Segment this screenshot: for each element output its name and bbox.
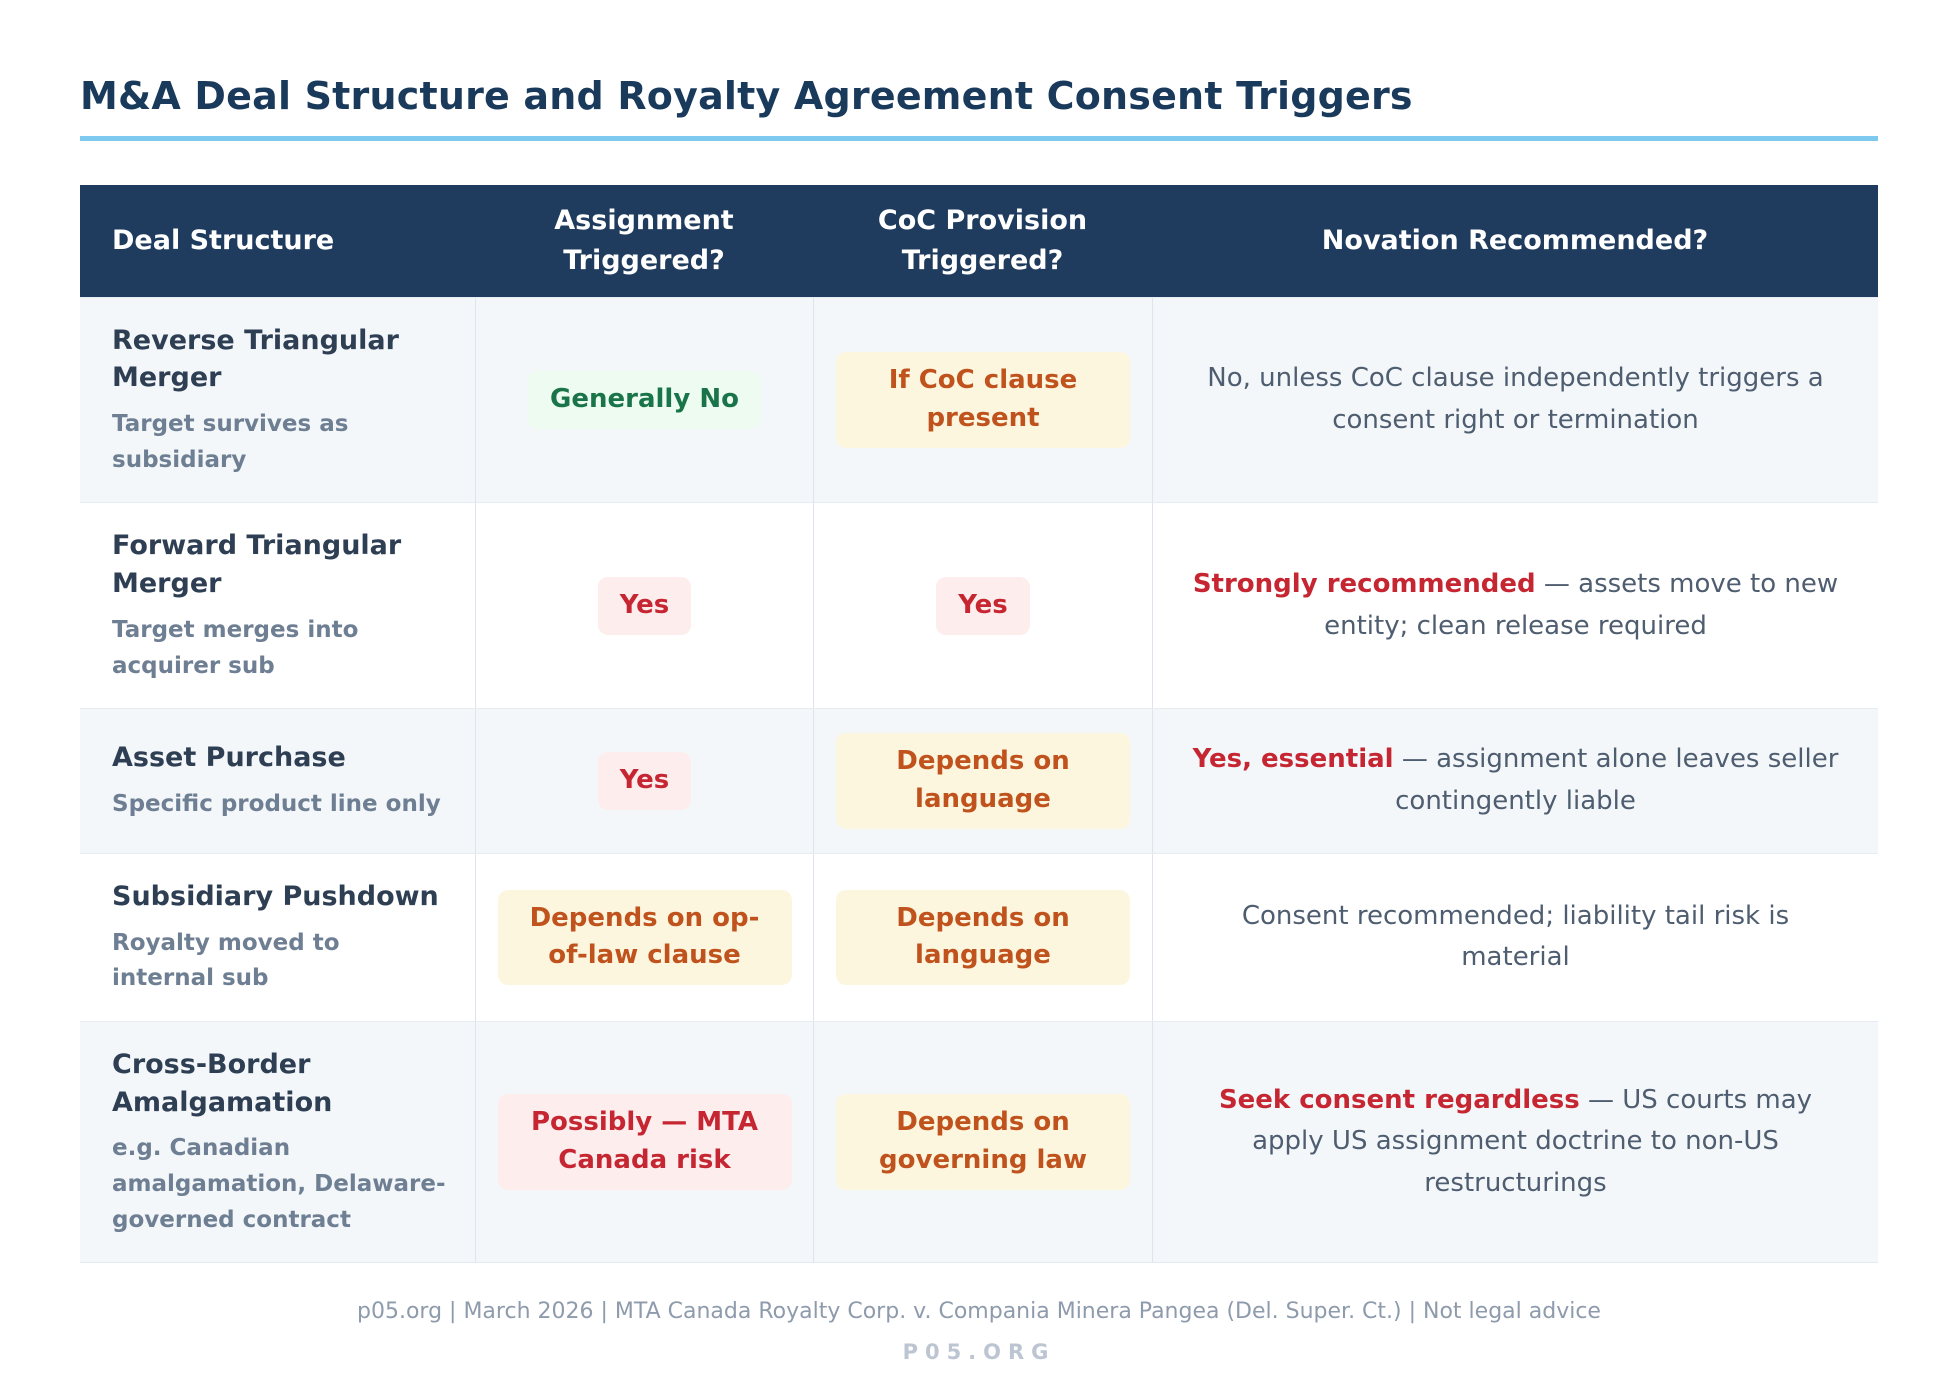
novation-lead: Yes, essential <box>1192 744 1394 775</box>
footer: p05.org | March 2026 | MTA Canada Royalt… <box>80 1295 1878 1364</box>
novation-rest: No, unless CoC clause independently trig… <box>1207 363 1824 436</box>
novation-rest: — assets move to new entity; clean relea… <box>1324 569 1839 641</box>
deal-subtitle: Target survives as subsidiary <box>112 411 349 473</box>
deal-subtitle: e.g. Canadian amalgamation, Delaware-gov… <box>112 1135 446 1233</box>
page-title: M&A Deal Structure and Royalty Agreement… <box>80 74 1878 141</box>
novation-cell: Seek consent regardless — US courts may … <box>1152 1021 1878 1263</box>
deal-structure-cell: Forward Triangular Merger Target merges … <box>80 503 475 708</box>
coc-cell: Depends on language <box>813 853 1152 1021</box>
coc-cell: Depends on governing law <box>813 1021 1152 1263</box>
deal-structure-cell: Asset Purchase Specific product line onl… <box>80 709 475 852</box>
table-row: Forward Triangular Merger Target merges … <box>80 502 1878 709</box>
deal-structure-cell: Cross-Border Amalgamation e.g. Canadian … <box>80 1022 475 1263</box>
status-badge: Yes <box>597 577 692 635</box>
footer-brand: P05.ORG <box>902 1340 1056 1365</box>
assignment-cell: Generally No <box>475 297 813 503</box>
status-badge: Depends on language <box>836 889 1130 985</box>
coc-cell: If CoC clause present <box>813 297 1152 503</box>
deal-title: Asset Purchase <box>112 742 346 774</box>
footer-source-line: p05.org | March 2026 | MTA Canada Royalt… <box>357 1299 1601 1325</box>
novation-rest: Consent recommended; liability tail risk… <box>1241 900 1790 973</box>
novation-text: Strongly recommended — assets move to ne… <box>1169 564 1862 647</box>
status-badge: If CoC clause present <box>836 352 1130 448</box>
assignment-cell: Yes <box>475 503 813 709</box>
status-badge: Yes <box>936 577 1030 635</box>
assignment-cell: Depends on op-of-law clause <box>475 853 813 1021</box>
table-row: Cross-Border Amalgamation e.g. Canadian … <box>80 1020 1878 1263</box>
status-badge: Depends on op-of-law clause <box>497 889 792 985</box>
novation-rest: — assignment alone leaves seller conting… <box>1393 744 1839 817</box>
assignment-cell: Yes <box>475 709 813 853</box>
novation-cell: Yes, essential — assignment alone leaves… <box>1152 709 1878 853</box>
deal-title: Forward Triangular Merger <box>112 530 402 600</box>
content-area: M&A Deal Structure and Royalty Agreement… <box>80 0 1878 1364</box>
status-badge: Yes <box>597 752 692 810</box>
coc-cell: Yes <box>813 503 1152 709</box>
novation-cell: Consent recommended; liability tail risk… <box>1152 853 1878 1021</box>
status-badge: Generally No <box>528 371 761 429</box>
header-assignment-triggered: Assignment Triggered? <box>554 205 734 276</box>
consent-triggers-table: Deal Structure Assignment Triggered? CoC… <box>80 184 1878 1264</box>
novation-text: Yes, essential — assignment alone leaves… <box>1169 739 1862 822</box>
novation-text: No, unless CoC clause independently trig… <box>1169 358 1862 441</box>
deal-structure-cell: Reverse Triangular Merger Target survive… <box>80 298 475 503</box>
deal-title: Subsidiary Pushdown <box>112 880 439 912</box>
deal-title: Reverse Triangular Merger <box>112 324 399 394</box>
header-deal-structure: Deal Structure <box>112 225 335 257</box>
assignment-cell: Possibly — MTA Canada risk <box>475 1021 813 1263</box>
table-row: Asset Purchase Specific product line onl… <box>80 708 1878 853</box>
novation-text: Seek consent regardless — US courts may … <box>1169 1080 1862 1205</box>
deal-subtitle: Royalty moved to internal sub <box>112 929 340 992</box>
novation-cell: No, unless CoC clause independently trig… <box>1152 297 1878 503</box>
table-row: Reverse Triangular Merger Target survive… <box>80 296 1878 503</box>
header-novation-recommended: Novation Recommended? <box>1321 225 1709 257</box>
novation-rest: — US courts may apply US assignment doct… <box>1252 1084 1813 1198</box>
table-header-row: Deal Structure Assignment Triggered? CoC… <box>80 184 1878 297</box>
status-badge: Depends on language <box>836 733 1130 829</box>
novation-text: Consent recommended; liability tail risk… <box>1169 896 1862 979</box>
table-row: Subsidiary Pushdown Royalty moved to int… <box>80 852 1878 1021</box>
deal-subtitle: Target merges into acquirer sub <box>112 617 359 679</box>
deal-structure-cell: Subsidiary Pushdown Royalty moved to int… <box>80 854 475 1021</box>
header-coc-provision-triggered: CoC Provision Triggered? <box>877 205 1088 276</box>
status-badge: Possibly — MTA Canada risk <box>497 1094 792 1190</box>
novation-cell: Strongly recommended — assets move to ne… <box>1152 503 1878 709</box>
coc-cell: Depends on language <box>813 709 1152 853</box>
novation-lead: Seek consent regardless <box>1218 1084 1580 1115</box>
status-badge: Depends on governing law <box>836 1094 1130 1190</box>
deal-subtitle: Specific product line only <box>112 791 441 818</box>
deal-title: Cross-Border Amalgamation <box>112 1048 333 1118</box>
novation-lead: Strongly recommended <box>1192 569 1536 600</box>
